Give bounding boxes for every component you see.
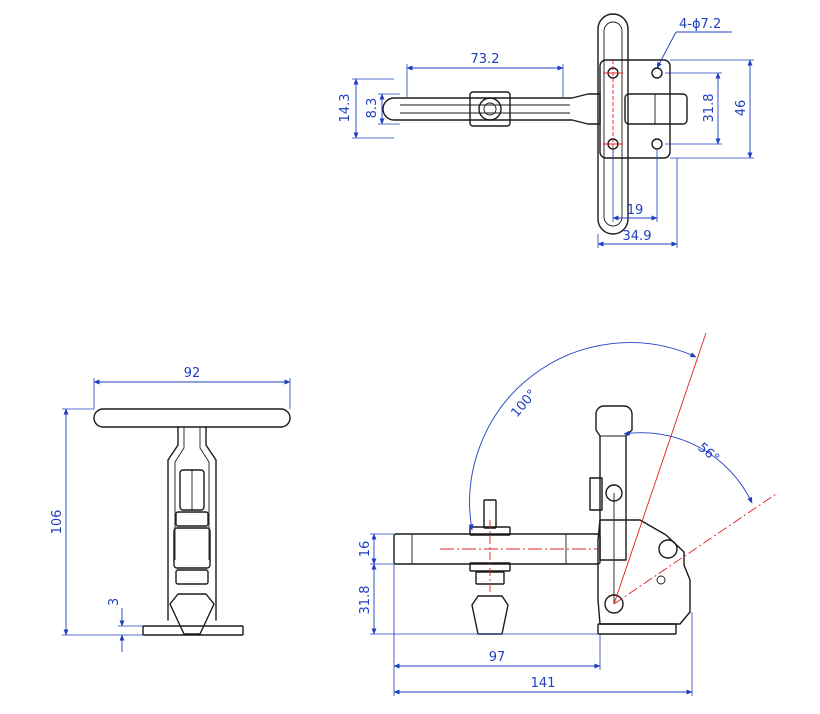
front-spindle-body: [173, 527, 211, 569]
side-pad: [471, 595, 509, 635]
dim-hole-spacing-h: 19: [612, 150, 658, 222]
pivot-circle: [658, 539, 678, 559]
dim-width: 92: [93, 366, 291, 409]
dim-text: 141: [531, 676, 556, 691]
angle-arc-56: [623, 430, 753, 504]
dim-handle-length: 73.2: [406, 52, 564, 98]
dim-base-height: 46: [670, 59, 754, 159]
angle-line-handle: [613, 493, 777, 605]
dim-height: 106: [50, 408, 143, 636]
hole-icon: [651, 138, 663, 150]
dim-text: 34.9: [623, 229, 652, 244]
angle-line-open: [613, 332, 707, 605]
front-t-bar: [93, 408, 291, 428]
dim-text: 97: [489, 650, 506, 665]
top-hole-centerlines: [603, 60, 623, 157]
dim-hole-spacing-v: 31.8: [665, 72, 722, 145]
dim-text: 31.8: [358, 586, 373, 615]
dim-text: 19: [627, 203, 644, 218]
front-view: 92 106 3: [50, 366, 291, 652]
dim-text: 73.2: [471, 52, 500, 67]
top-spindle-circle: [478, 97, 502, 121]
top-view: 73.2 4-ϕ7.2 14.3 8.3 31.8: [338, 13, 754, 248]
dim-text: 31.8: [702, 94, 717, 123]
front-pad: [169, 593, 215, 635]
dim-overall-length: 141: [393, 612, 693, 696]
dim-reach: 97: [393, 564, 601, 696]
dim-base-thickness: 3: [107, 598, 143, 652]
front-base: [142, 625, 244, 636]
front-body: [167, 426, 217, 621]
dim-text: 100°: [509, 387, 541, 421]
dim-text: 4-ϕ7.2: [679, 17, 721, 32]
angle-arc-100: [468, 342, 697, 531]
top-handle-inner: [603, 21, 623, 227]
top-arm: [382, 93, 601, 125]
dim-holes: 4-ϕ7.2: [656, 17, 732, 69]
top-nut: [469, 91, 511, 127]
dim-base-to-arm: 31.8: [358, 563, 598, 635]
side-body: [597, 519, 691, 625]
dim-width-outer: 14.3: [338, 78, 394, 139]
dim-text: 106: [50, 510, 65, 535]
dim-base-width: 34.9: [597, 158, 678, 248]
dim-text: 92: [184, 366, 201, 381]
dim-text: 56°: [695, 440, 722, 466]
dim-text: 16: [358, 541, 373, 558]
top-base-plate: [599, 59, 671, 159]
hole-icon: [651, 67, 663, 79]
dim-arm-height: 16: [358, 533, 394, 565]
front-nut: [175, 569, 209, 585]
top-pivot: [624, 93, 688, 125]
dim-text: 8.3: [365, 98, 380, 119]
dim-text: 14.3: [338, 94, 353, 123]
dim-text: 46: [734, 100, 749, 117]
front-nut: [175, 511, 209, 527]
dim-width-inner: 8.3: [365, 93, 400, 125]
side-view: 100° 56° 16 31.8 97 141: [358, 332, 777, 696]
dim-text: 3: [107, 598, 122, 606]
side-base: [597, 623, 677, 635]
